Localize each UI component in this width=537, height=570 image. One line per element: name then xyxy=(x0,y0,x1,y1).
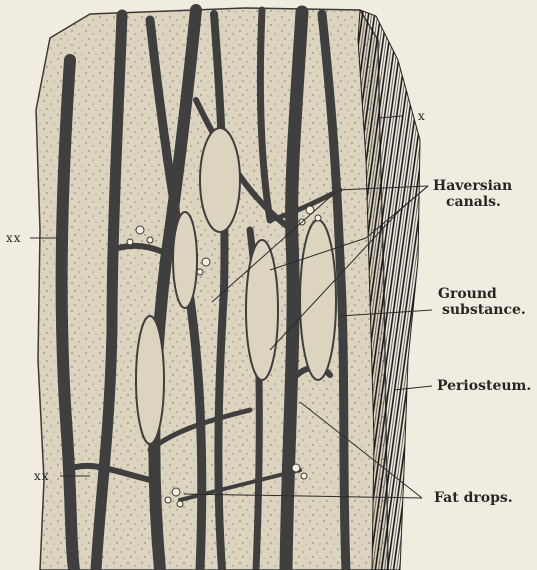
periosteum-label: Periosteum. xyxy=(437,378,531,394)
haversian-canals-label-line2: canals. xyxy=(446,194,501,210)
xx-lower-label: xx xyxy=(34,468,50,484)
x-mark-label: x xyxy=(418,108,426,124)
ground-substance-label-line2: substance. xyxy=(442,302,526,318)
fat-drops-label: Fat drops. xyxy=(434,490,513,506)
haversian-canals-label-line1: Haversian xyxy=(433,178,512,194)
xx-upper-label: xx xyxy=(6,230,22,246)
ground-substance-label-line1: Ground xyxy=(438,286,497,302)
